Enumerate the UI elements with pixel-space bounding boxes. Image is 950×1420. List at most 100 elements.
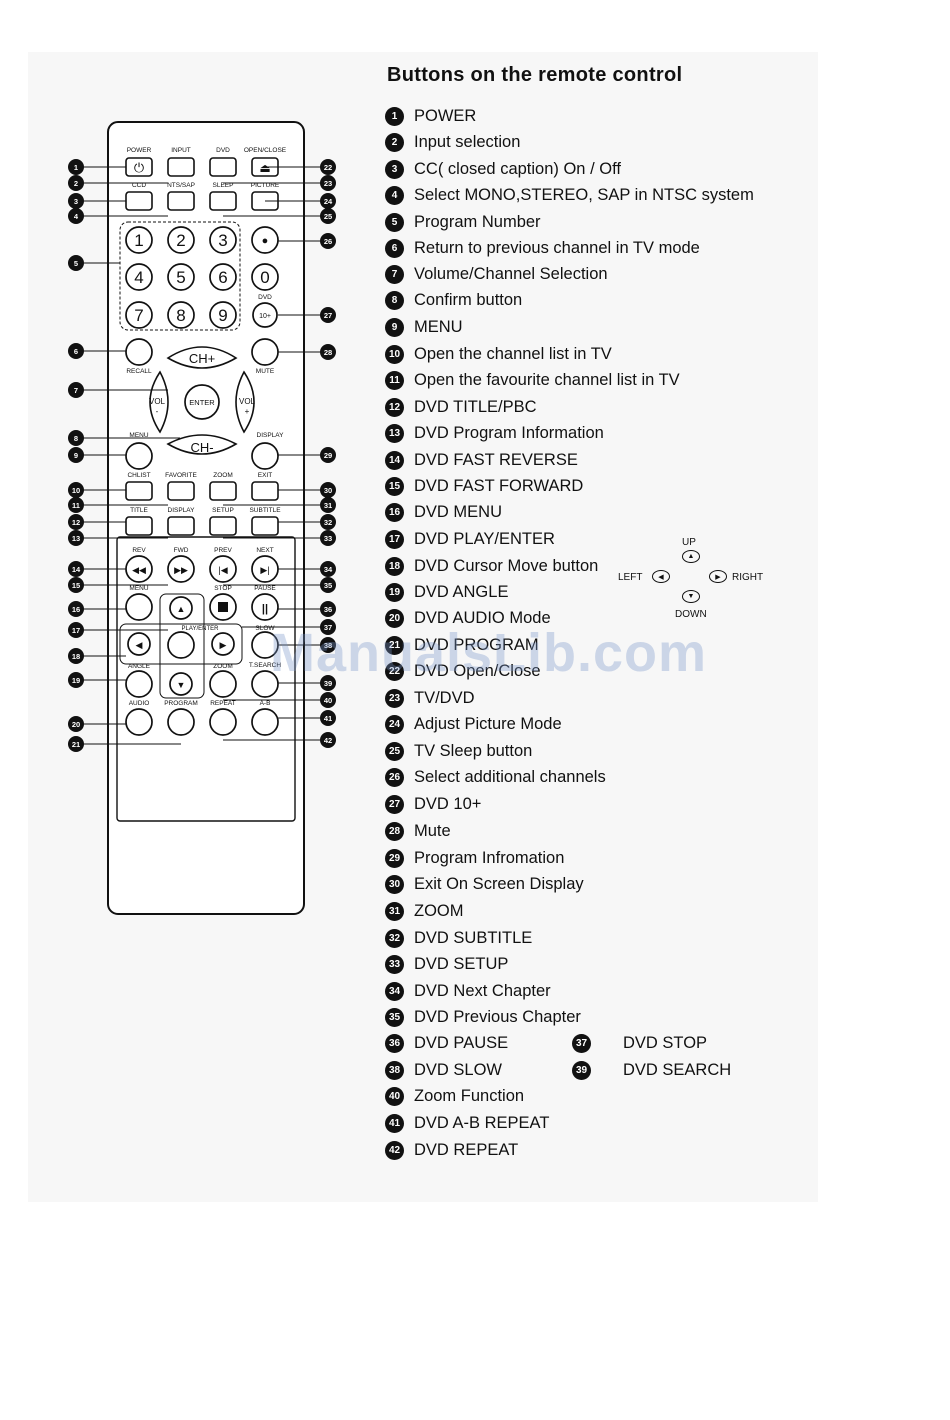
- cursor-right-button: [211, 632, 235, 656]
- row2-button-label: PICTURE: [251, 182, 280, 189]
- callout-badge-icon-dot: [68, 672, 84, 688]
- number-badge-icon: 12: [385, 398, 404, 417]
- power-icon: ⏻: [134, 160, 144, 175]
- recall-button: [125, 338, 153, 366]
- legend-text: DVD STOP: [623, 1034, 708, 1052]
- number-badge-icon: 39: [572, 1061, 591, 1080]
- callout-badge-icon: 33: [324, 534, 332, 543]
- callout-badge-icon-dot: [320, 710, 336, 726]
- number-badge-icon: 22: [385, 662, 404, 681]
- callout-badge-icon: 2: [74, 179, 78, 188]
- callout-badge-icon: 6: [74, 347, 78, 356]
- digit-button: [125, 301, 153, 329]
- vol-up-button: [235, 370, 255, 434]
- menu-button: [125, 442, 153, 470]
- callout-badge-icon-dot: [320, 208, 336, 224]
- legend-text: DVD REPEAT: [414, 1141, 519, 1159]
- row-label: TITLE: [130, 507, 148, 514]
- digit-label: 4: [134, 268, 143, 287]
- number-badge-icon: 29: [385, 849, 404, 868]
- digit-button: [167, 301, 195, 329]
- row-label: CHLIST: [127, 472, 150, 479]
- top-button: [209, 157, 237, 177]
- legend-text: DVD PAUSE: [414, 1034, 509, 1052]
- legend-text: DVD FAST FORWARD: [414, 477, 584, 495]
- callout-badge-icon: 13: [72, 534, 80, 543]
- row-label: FAVORITE: [165, 472, 197, 479]
- chlist-button: [125, 481, 153, 501]
- callout-badge-icon: 4: [74, 212, 79, 221]
- callout-badge-icon: 35: [324, 581, 332, 590]
- callout-badge-icon-dot: [68, 648, 84, 664]
- cursor-up-icon: ▲: [682, 550, 700, 563]
- watermark: ManualsLib.com: [270, 623, 708, 683]
- legend-text: DVD TITLE/PBC: [414, 398, 537, 416]
- legend-text: Confirm button: [414, 291, 523, 309]
- callout-badge-icon-dot: [320, 692, 336, 708]
- digit-label: 9: [218, 306, 227, 325]
- tsearch-button: [251, 670, 279, 698]
- callout-badge-icon: 23: [324, 179, 332, 188]
- callout-badge-icon-dot: [68, 530, 84, 546]
- row2-button: [167, 191, 195, 211]
- digit-label: 7: [134, 306, 143, 325]
- rev-icon: ◀◀: [132, 565, 146, 575]
- tenplus-label: 10+: [259, 313, 271, 320]
- callout-badge-icon-dot: [320, 482, 336, 498]
- callout-badge-icon: 37: [324, 623, 332, 632]
- legend-text: Open the favourite channel list in TV: [414, 371, 680, 389]
- pause-label: PAUSE: [254, 585, 276, 592]
- callout-badge-icon: 17: [72, 626, 80, 635]
- cursor-up-label: UP: [682, 537, 696, 548]
- callout-badge-icon: 28: [324, 348, 332, 357]
- callout-badge-icon-dot: [320, 619, 336, 635]
- callout-badge-icon: 1: [74, 163, 78, 172]
- callout-badge-icon-dot: [68, 447, 84, 463]
- digit-label: 6: [218, 268, 227, 287]
- callout-badge-icon: 38: [324, 641, 332, 650]
- digit-button: [251, 263, 279, 291]
- callout-badge-icon-dot: [68, 497, 84, 513]
- callout-badge-icon: 39: [324, 679, 332, 688]
- digit-label: 3: [218, 231, 227, 250]
- callout-badge-icon-dot: [68, 622, 84, 638]
- top-button-label: DVD: [216, 147, 230, 154]
- callout-badge-icon: 25: [324, 212, 332, 221]
- ch-up-label: CH+: [189, 351, 215, 366]
- transport-label: FWD: [174, 547, 189, 554]
- digit-label: 5: [176, 268, 185, 287]
- ch-up-button: [166, 346, 238, 369]
- digit-label: 1: [134, 231, 143, 250]
- callout-badge-icon: 21: [72, 740, 80, 749]
- callout-badge-icon-dot: [320, 577, 336, 593]
- callout-badge-icon: 3: [74, 197, 78, 206]
- callout-badge-icon-dot: [320, 447, 336, 463]
- number-badge-icon: 24: [385, 715, 404, 734]
- fwd-button: [167, 555, 195, 583]
- legend-text: Select MONO,STEREO, SAP in NTSC system: [414, 186, 754, 204]
- display-button: [251, 442, 279, 470]
- digit-label: 8: [176, 306, 185, 325]
- callout-badge-icon-dot: [68, 601, 84, 617]
- repeat-button: [209, 708, 237, 736]
- cursor-horizontal-outline: [119, 623, 243, 665]
- digit-button: [125, 263, 153, 291]
- number-badge-icon: 5: [385, 213, 404, 232]
- fwd-icon: ▶▶: [174, 565, 188, 575]
- callout-badge-icon-dot: [320, 675, 336, 691]
